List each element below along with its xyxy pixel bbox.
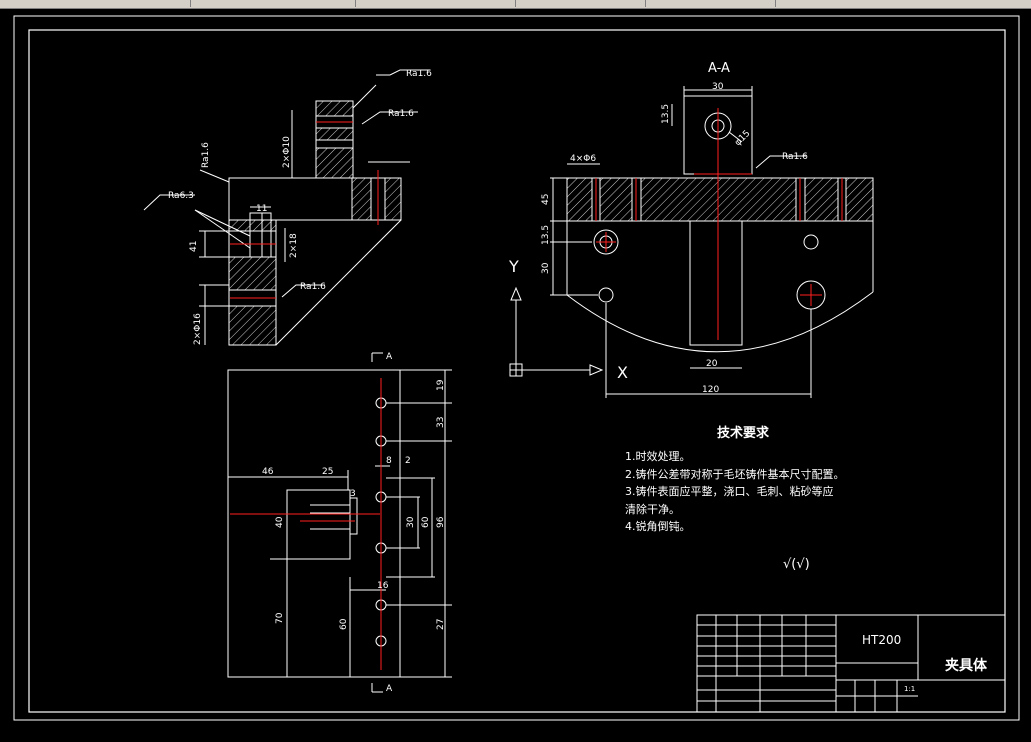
tech-line: 1.时效处理。 <box>625 450 691 463</box>
dim-45: 45 <box>541 194 551 205</box>
dim-3: 3 <box>350 489 356 499</box>
roughness-1: Ra1.6 <box>406 69 432 79</box>
title-block <box>696 614 1006 713</box>
side-view <box>143 69 430 346</box>
dim-60-low: 60 <box>339 618 349 630</box>
inner-frame <box>28 29 1006 713</box>
app-toolbar <box>0 0 1031 9</box>
side-view-centerlines <box>230 121 379 299</box>
material-text: HT200 <box>862 633 901 647</box>
view-mark-bottom: A <box>386 684 393 694</box>
toolbar-segment[interactable] <box>0 0 191 7</box>
dim-33: 33 <box>436 417 446 428</box>
axis-x-label: X <box>617 363 628 382</box>
roughness-3: Ra1.6 <box>201 142 211 168</box>
part-name-text: 夹具体 <box>945 657 988 674</box>
dim-2: 2 <box>405 456 411 466</box>
dim-13-5: 13.5 <box>541 225 551 245</box>
dim-41: 41 <box>189 241 199 252</box>
section-centerlines <box>595 108 843 340</box>
dimension-texts: A-A Y X A A Ra1.6 Ra1.6 Ra1.6 Ra6.3 Ra1.… <box>168 61 988 694</box>
tech-line: 清除干净。 <box>625 502 680 516</box>
surface-symbol: √(√) <box>783 557 810 572</box>
dim-30: 30 <box>712 82 724 92</box>
roughness-5: Ra1.6 <box>300 282 326 292</box>
outer-frame <box>13 15 1020 721</box>
dim-8: 8 <box>386 456 392 466</box>
dim-2xphi10: 2×Φ10 <box>282 136 292 168</box>
roughness-2: Ra1.6 <box>388 109 414 119</box>
cad-drawing: A-A Y X A A Ra1.6 Ra1.6 Ra1.6 Ra6.3 Ra1.… <box>13 15 1020 721</box>
plan-centerlines <box>230 378 382 670</box>
dim-30-left: 30 <box>541 262 551 274</box>
dim-2xphi16: 2×Φ16 <box>193 313 203 345</box>
toolbar-segment[interactable] <box>520 0 646 7</box>
dim-16: 16 <box>377 581 389 591</box>
dim-30-plan: 30 <box>406 516 416 528</box>
dim-20: 20 <box>706 359 718 369</box>
scale-text: 1:1 <box>904 685 915 693</box>
section-view <box>509 86 874 398</box>
dim-40: 40 <box>275 516 285 528</box>
dim-96: 96 <box>436 516 446 528</box>
toolbar-segment[interactable] <box>650 0 776 7</box>
tech-line: 2.铸件公差带对称于毛坯铸件基本尺寸配置。 <box>625 467 845 481</box>
dim-27: 27 <box>436 619 446 630</box>
plan-outline <box>227 369 401 678</box>
tech-requirements-title: 技术要求 <box>717 426 770 441</box>
view-mark-top: A <box>386 352 393 362</box>
toolbar-segment[interactable] <box>360 0 516 7</box>
dim-4xphi6: 4×Φ6 <box>570 154 596 164</box>
dim-25: 25 <box>322 467 333 477</box>
toolbar-segment[interactable] <box>195 0 356 7</box>
tech-line: 3.铸件表面应平整，浇口、毛刺、粘砂等应 <box>625 485 834 498</box>
plan-view <box>227 352 452 693</box>
dim-phi15: φ15 <box>733 129 752 148</box>
tech-line: 4.锐角倒钝。 <box>625 520 691 533</box>
section-label: A-A <box>708 61 730 76</box>
axis-y-label: Y <box>508 257 519 276</box>
dim-70: 70 <box>275 612 285 624</box>
drawing-canvas[interactable]: A-A Y X A A Ra1.6 Ra1.6 Ra1.6 Ra6.3 Ra1.… <box>0 9 1031 738</box>
roughness-4: Ra6.3 <box>168 191 194 201</box>
dim-60-plan: 60 <box>421 516 431 528</box>
roughness-6: Ra1.6 <box>782 152 808 162</box>
dim-2x18: 2×18 <box>289 233 299 258</box>
dim-120: 120 <box>702 385 719 395</box>
dim-11: 11 <box>256 204 267 214</box>
tech-requirements-list: 1.时效处理。 2.铸件公差带对称于毛坯铸件基本尺寸配置。 3.铸件表面应平整，… <box>625 448 845 536</box>
dim-46: 46 <box>262 467 274 477</box>
dim-19: 19 <box>436 379 446 391</box>
dim-13-5-top: 13.5 <box>661 104 671 124</box>
